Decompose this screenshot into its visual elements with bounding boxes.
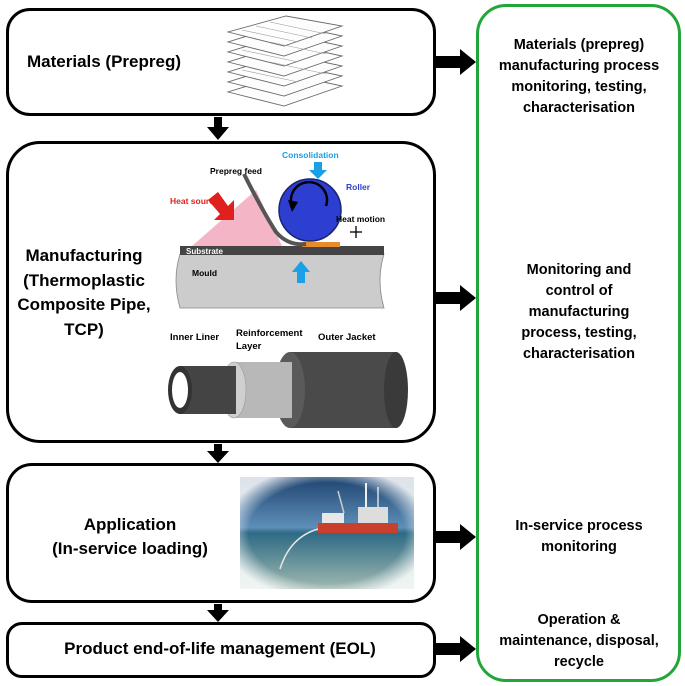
substrate-label: Substrate [186,247,223,256]
arrow-right-application [436,524,476,550]
application-label-line2: (In-service loading) [52,538,208,558]
outcome-materials-line1: Materials (prepreg) [513,37,645,53]
arrow-down-3 [207,604,229,622]
arrow-down-2 [207,444,229,463]
consolidation-label: Consolidation [282,150,339,160]
outcome-eol-line3: recycle [554,654,604,671]
outcome-manufacturing-line1: Monitoring and [526,262,632,278]
outcome-materials-line3: monitoring, testing, [511,79,647,96]
arrow-right-materials [436,49,476,75]
outcome-materials: Materials (prepreg) manufacturing proces… [480,35,678,119]
mould-shape [175,253,385,309]
eol-stage-label: Product end-of-life management (EOL) [64,639,376,658]
prepreg-stack-image [226,15,344,107]
outer-jacket-layer [275,352,408,428]
outcome-eol-line2: maintenance, disposal, [499,633,659,650]
outcome-manufacturing-line5: characterisation [522,346,636,363]
consolidation-arrow-bottom [292,261,310,283]
inner-liner-layer [168,366,236,414]
manufacturing-stage-label: Manufacturing (Thermoplastic Composite P… [17,246,151,339]
outcome-materials-line4: characterisation [522,100,636,117]
outcome-application-line2: monitoring [541,539,617,556]
outcome-manufacturing: Monitoring and control of manufacturing … [480,260,678,365]
tcp-pipe-image: Inner Liner Reinforcement Layer Outer Ja… [168,328,408,428]
inner-liner-label: Inner Liner [170,332,219,343]
outcome-application-line1: In-service process [515,518,643,534]
eol-stage-box [6,622,436,678]
outcome-manufacturing-line4: process, testing, [521,325,637,342]
prepreg-feed-tape [242,173,307,247]
outer-jacket-label: Outer Jacket [318,332,376,343]
materials-stage-label: Materials (Prepreg) [27,52,181,71]
heat-motion-cross-icon [350,226,362,238]
prepreg-feed-label: Prepreg feed [210,166,262,176]
outcome-manufacturing-line3: manufacturing [528,304,630,321]
outcome-materials-line2: manufacturing process [498,58,660,75]
arrow-down-1 [207,117,229,140]
substrate-layer [180,246,384,255]
outcome-eol: Operation & maintenance, disposal, recyc… [480,610,678,673]
heated-zone [302,242,340,247]
roller-label: Roller [346,182,371,192]
outcomes-box [476,4,681,682]
application-stage-label: Application (In-service loading) [40,513,220,561]
reinforcement-label-line1: Reinforcement [236,328,303,339]
consolidation-process-image: Prepreg feed Consolidation Roller Heat s… [170,150,385,309]
consolidation-arrow-top [309,162,327,179]
roller-rotation-arrowhead [288,200,298,212]
heat-source-arrow [208,192,234,220]
heat-source-label: Heat source [170,196,219,206]
arrow-right-manufacturing [436,285,476,311]
offshore-vessel-photo [240,477,414,589]
reinforcement-label-line2: Layer [236,341,262,352]
outcome-application: In-service process monitoring [480,516,678,558]
outcome-eol-line1: Operation & [537,612,621,628]
materials-stage-box [6,8,436,116]
arrow-right-eol [436,636,476,662]
roller-rotation-arrow [289,180,329,207]
heat-motion-label: Heat motion [336,214,385,224]
application-label-line1: Application [83,515,177,534]
outcome-manufacturing-line2: control of [545,283,613,300]
roller [278,178,342,242]
mould-label: Mould [192,268,217,278]
